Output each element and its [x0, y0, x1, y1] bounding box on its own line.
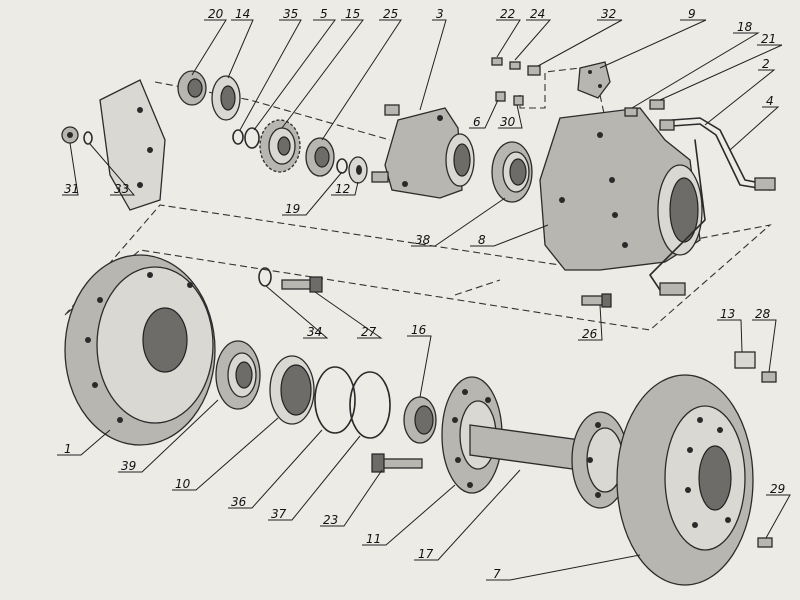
part-washer-19: [336, 158, 348, 174]
part-washer-33: [83, 131, 93, 145]
callout-6: 6: [473, 115, 481, 129]
part-ring-34: [258, 267, 272, 287]
callout-5: 5: [320, 7, 328, 21]
part-seal-36: [314, 366, 356, 434]
part-brake-drum-7: [616, 374, 754, 586]
part-nuts-6-30: [495, 91, 524, 106]
part-race-10: [269, 355, 315, 425]
callout-31: 31: [64, 182, 79, 196]
part-flange-housing-3: [371, 104, 475, 199]
part-screw-28: [761, 371, 777, 383]
part-bolt-27: [281, 276, 323, 293]
callout-38: 38: [415, 233, 431, 247]
callout-leader-lines: [57, 19, 791, 581]
callout-39: 39: [121, 459, 136, 473]
callout-12: 12: [335, 182, 350, 196]
part-bearing-25: [305, 137, 335, 177]
part-nut-31: [61, 126, 79, 144]
callout-labels: 20 14 35 5 15 25 3 22 24 32 9 18 21 2 4 …: [64, 7, 785, 581]
callout-35: 35: [283, 7, 298, 21]
callout-13: 13: [720, 307, 735, 321]
callout-9: 9: [688, 7, 696, 21]
callout-18: 18: [737, 20, 753, 34]
callout-36: 36: [231, 495, 247, 509]
part-axle-shaft-17: [469, 411, 629, 509]
callout-14: 14: [235, 7, 250, 21]
part-plate-13: [734, 351, 756, 369]
callout-33: 33: [114, 182, 129, 196]
part-ring-5: [244, 127, 260, 149]
part-axle-housing-8: [539, 107, 703, 271]
callout-19: 19: [285, 202, 300, 216]
callout-8: 8: [478, 233, 486, 247]
callout-2: 2: [762, 57, 770, 71]
callout-22: 22: [500, 7, 515, 21]
part-brake-pipe-2-4: [649, 117, 776, 296]
callout-4: 4: [766, 94, 774, 108]
callout-17: 17: [418, 547, 434, 561]
part-bearing-38: [491, 141, 533, 203]
callout-27: 27: [361, 325, 377, 339]
part-bearing-39: [215, 340, 261, 410]
callout-28: 28: [755, 307, 771, 321]
callout-34: 34: [307, 325, 322, 339]
part-nut-20: [177, 70, 207, 106]
callout-32: 32: [601, 7, 616, 21]
callout-1: 1: [64, 442, 72, 456]
part-stud-23: [371, 453, 423, 473]
part-ring-35: [232, 129, 244, 145]
callout-29: 29: [770, 482, 785, 496]
part-seal-37: [349, 371, 391, 439]
part-lock-washer-14: [211, 75, 241, 121]
part-bolt-26: [581, 293, 612, 308]
part-bearing-16: [403, 396, 437, 444]
callout-30: 30: [500, 115, 516, 129]
callout-24: 24: [530, 7, 545, 21]
part-lock-plate-12: [348, 156, 368, 184]
part-fittings-18-21: [624, 99, 665, 117]
part-brake-assembly-1: [64, 254, 216, 446]
callout-15: 15: [345, 7, 360, 21]
callout-20: 20: [208, 7, 224, 21]
part-fasteners-22-24-32: [491, 57, 541, 76]
callout-11: 11: [366, 532, 381, 546]
callout-25: 25: [383, 7, 398, 21]
part-bracket-9: [577, 61, 611, 99]
part-gear-15: [259, 119, 301, 173]
part-lever-bracket: [99, 79, 166, 211]
part-screw-29: [757, 537, 773, 548]
callout-21: 21: [761, 32, 776, 46]
callout-23: 23: [323, 513, 338, 527]
callout-7: 7: [493, 567, 501, 581]
callout-16: 16: [411, 323, 427, 337]
callout-37: 37: [271, 507, 287, 521]
callout-26: 26: [582, 327, 598, 341]
callout-10: 10: [175, 477, 191, 491]
callout-3: 3: [436, 7, 444, 21]
